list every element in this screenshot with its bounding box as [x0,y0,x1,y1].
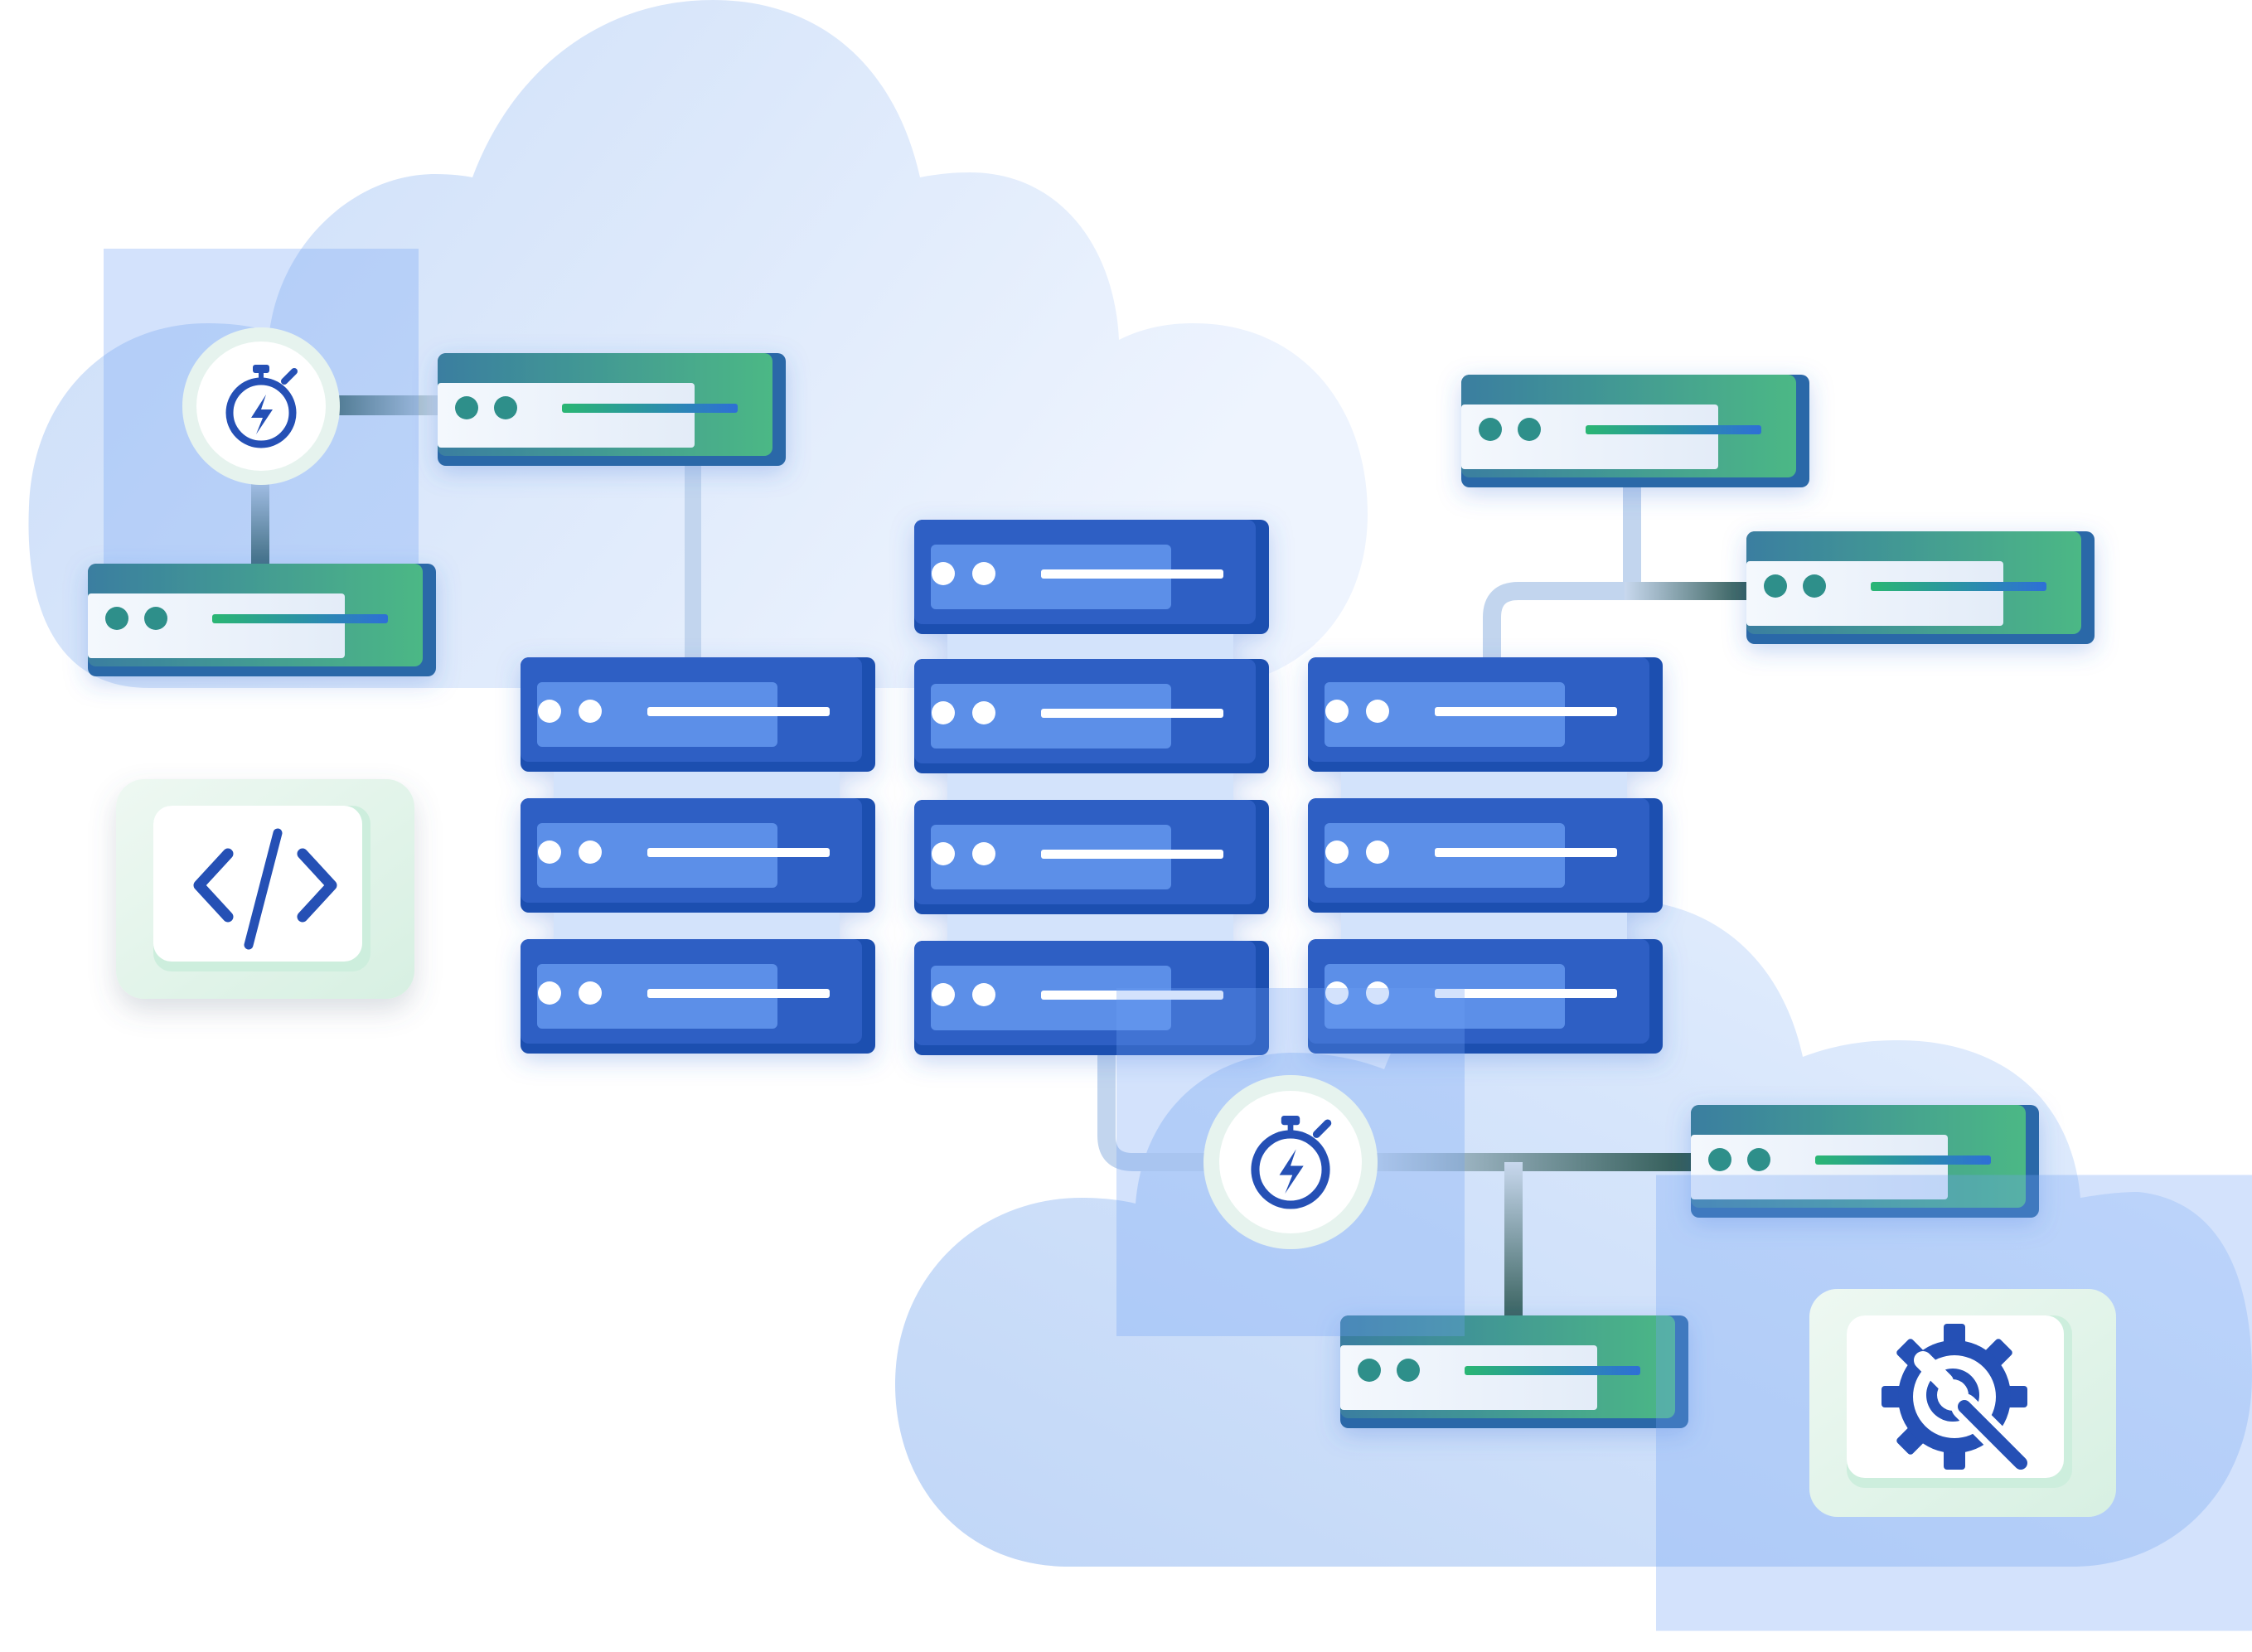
status-light [1764,574,1787,598]
settings-badge [1809,1289,2116,1517]
drive-slot-line [212,614,388,623]
stopwatch-lightning-icon [1251,1116,1332,1209]
server-unit [914,659,1269,773]
status-light [972,842,995,865]
status-light [1747,1148,1770,1171]
server-unit [914,941,1269,1055]
server-unit [521,798,875,913]
server-unit [521,657,875,772]
status-light [144,607,167,630]
status-light [932,842,955,865]
status-light [538,981,561,1005]
server-panel [438,383,695,448]
drive-slot-line [1815,1155,1991,1165]
gear-wrench-icon [1882,1324,2034,1476]
stopwatch-badge-top [182,327,340,485]
status-light [1325,700,1349,723]
drive-slot-line [647,989,830,998]
status-light [579,981,602,1005]
status-light [538,841,561,864]
code-badge [116,779,414,999]
stopwatch-badge-bottom [1203,1075,1378,1249]
drive-slot-line [1435,848,1617,857]
status-light [1518,418,1541,441]
server-unit [1308,798,1663,913]
server-panel [1461,405,1718,469]
server-unit [1308,657,1663,772]
rack-right [1308,657,1663,1054]
status-light [1479,418,1502,441]
green-servers [88,353,2095,1428]
status-light [972,983,995,1006]
status-light [1366,981,1389,1005]
status-light [105,607,128,630]
cloud-top-left [28,0,1368,688]
code-brackets-icon [193,828,337,950]
server-unit [914,800,1269,914]
status-light [494,396,517,419]
rack-center [914,520,1269,1055]
connector-stopwatch-to-server-upper [319,395,443,415]
status-light [932,983,955,1006]
server-unit [914,520,1269,634]
status-light [972,701,995,724]
drive-slot-line [562,404,738,413]
status-light [932,562,955,585]
connector-to-server-bottom-center [1504,1162,1523,1328]
connector-rack-center-to-stopwatch [1097,1048,1228,1171]
server-bottom-center-lower [1340,1315,1688,1428]
drive-slot-line [1586,425,1761,434]
status-light [579,700,602,723]
server-panel [1746,561,2003,626]
status-light [455,396,478,419]
server-top-left-lower [88,564,436,676]
drive-slot-line [1465,1366,1640,1375]
rack-spine [947,569,1233,991]
connector-rack-right-to-servers [1483,582,1634,668]
status-light [1325,981,1349,1005]
drive-slot-line [1041,991,1223,1000]
drive-slot-line [1041,709,1223,718]
server-racks [521,520,1663,1055]
connector-lines [251,395,1749,1328]
drive-slot-line [1041,569,1223,579]
status-light [1366,700,1389,723]
server-top-right-lower [1746,531,2095,644]
status-light [579,841,602,864]
drive-slot-line [1435,989,1617,998]
server-unit [1308,939,1663,1054]
status-light [1803,574,1826,598]
status-light [538,700,561,723]
status-light [1358,1359,1381,1382]
server-panel [88,593,345,658]
rack-left [521,657,875,1054]
drive-slot-line [1435,707,1617,716]
server-top-right-upper [1461,375,1809,487]
status-light [932,701,955,724]
connector-top-right-vertical [1623,485,1641,584]
server-panel [1340,1345,1597,1410]
server-unit [521,939,875,1054]
connector-stopwatch-to-server-bottom-right [1368,1153,1691,1171]
drive-slot-line [647,707,830,716]
drive-slot-line [647,848,830,857]
status-light [1325,841,1349,864]
connector-to-server-top-right-lower [1625,582,1749,600]
status-light [972,562,995,585]
stopwatch-lightning-icon [225,365,298,448]
server-top-left-upper [438,353,786,466]
drive-slot-line [1871,582,2046,591]
status-light [1708,1148,1731,1171]
status-light [1366,841,1389,864]
connector-stopwatch-to-server-lower [251,472,269,564]
server-bottom-right-upper [1691,1105,2039,1218]
drive-slot-line [1041,850,1223,859]
server-panel [1691,1135,1948,1199]
status-light [1397,1359,1420,1382]
connector-server-to-rack-left [685,464,701,663]
